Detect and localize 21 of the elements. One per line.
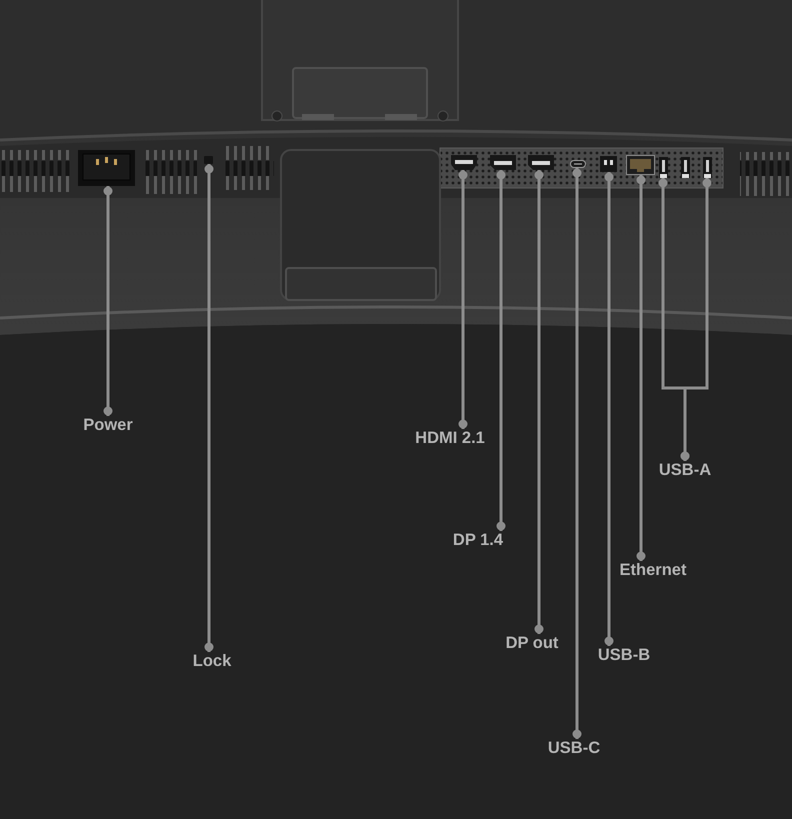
power-socket <box>78 150 135 186</box>
port-label: Lock <box>192 652 232 671</box>
usb-a-port <box>703 157 712 178</box>
leader-line <box>572 168 582 739</box>
port-label: DP out <box>506 634 558 653</box>
leader-line <box>496 170 506 531</box>
leader-line <box>204 164 214 652</box>
leader-line <box>534 170 544 634</box>
lock-slot <box>204 156 213 164</box>
leader-line <box>104 186 112 416</box>
leader-line <box>458 170 468 429</box>
leader-line <box>680 178 712 461</box>
port-label: USB-B <box>598 646 650 665</box>
port-label: USB-A <box>658 461 712 480</box>
leader-line <box>636 175 646 561</box>
port-label: Ethernet <box>620 561 686 580</box>
leader-line <box>604 172 614 646</box>
port-label: Power <box>83 416 133 435</box>
port-label: DP 1.4 <box>452 531 504 550</box>
port-label: USB-C <box>548 739 600 758</box>
port-label: HDMI 2.1 <box>415 429 485 448</box>
